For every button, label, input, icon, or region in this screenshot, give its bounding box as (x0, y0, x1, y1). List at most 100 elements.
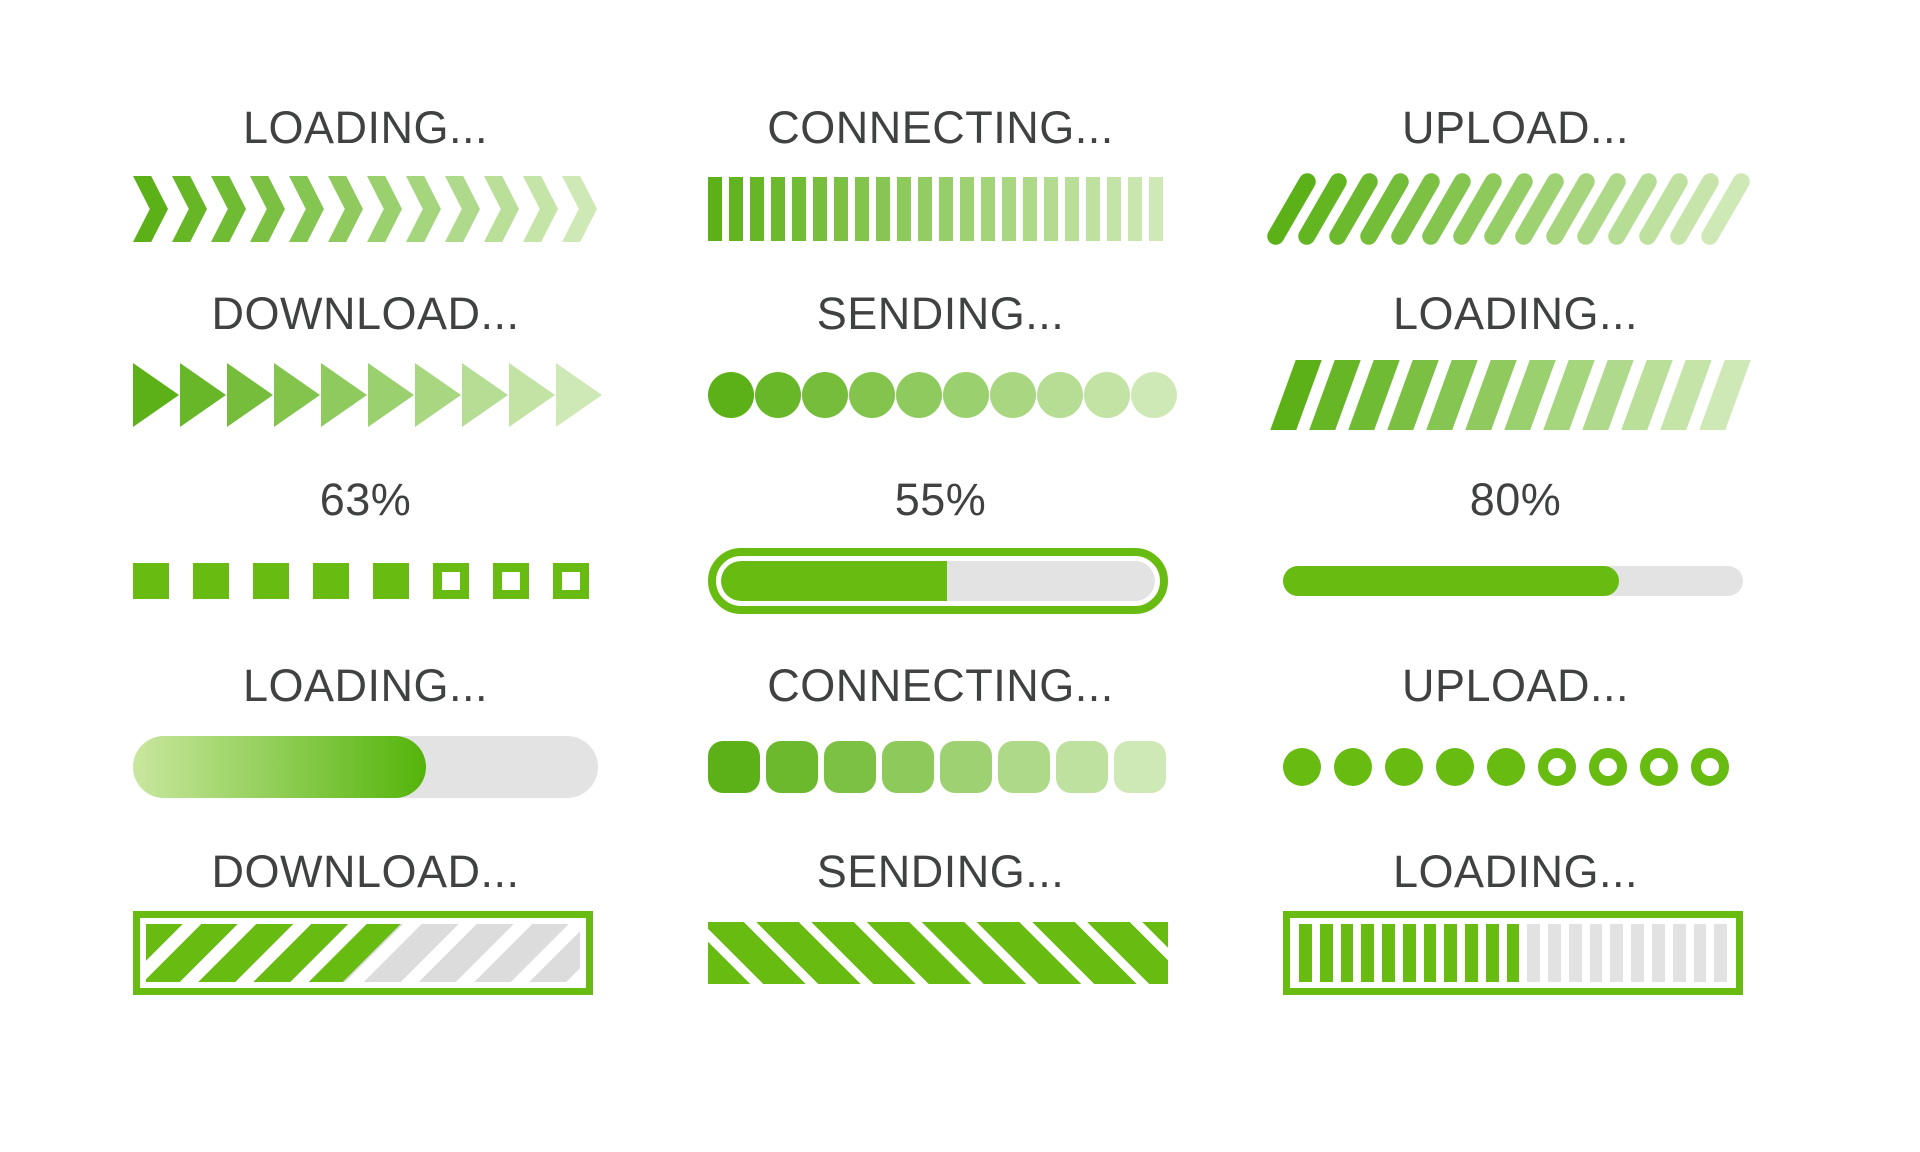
gradient-progress-bar-indicator (133, 724, 598, 810)
chevron-shape (328, 176, 363, 242)
indicator-label: DOWNLOAD... (211, 846, 520, 897)
squares-progress-indicator (133, 538, 598, 624)
filled-dot-shape (1334, 748, 1372, 786)
rounded-square-shape (882, 741, 934, 793)
bar-shape (1002, 177, 1016, 241)
striped-progress-bar-indicator (708, 910, 1173, 996)
circle-shape (1084, 372, 1130, 418)
tick-shape (1652, 924, 1665, 982)
rounded-square-shape (708, 741, 760, 793)
tick-shape (1714, 924, 1728, 982)
bar-shape (1023, 177, 1037, 241)
chevron-shape (445, 176, 480, 242)
slanted-strokes-progress-indicator (1264, 166, 1753, 252)
circle-shape (708, 372, 754, 418)
bar-shape (1086, 177, 1100, 241)
cell-download-hatched-bar: DOWNLOAD... (133, 848, 598, 1034)
chevron-shape (484, 176, 519, 242)
progress-fill (146, 924, 401, 982)
circle-shape (802, 372, 848, 418)
progress-track (1283, 566, 1743, 596)
percent-label: 55% (894, 474, 987, 525)
bar-shape (813, 177, 827, 241)
filled-square-shape (373, 563, 409, 599)
filled-square-shape (133, 563, 169, 599)
triangles-progress-indicator (133, 352, 602, 438)
tick-shape (1361, 924, 1375, 982)
outlined-progress-bar-indicator (708, 538, 1173, 624)
tick-shape (1589, 924, 1603, 982)
tick-shape (1444, 924, 1458, 982)
bar-shape (1149, 177, 1163, 241)
filled-square-shape (193, 563, 229, 599)
tick-shape (1485, 924, 1499, 982)
progress-fill (721, 561, 947, 601)
hollow-dot-shape (1691, 748, 1729, 786)
cell-sending-circles: SENDING... (708, 290, 1177, 476)
chevron-shape (406, 176, 441, 242)
skewed-bars-progress-indicator (1270, 352, 1751, 438)
hollow-dot-shape (1589, 748, 1627, 786)
tick-shape (1548, 924, 1561, 982)
triangle-shape (180, 363, 226, 427)
indicator-label: CONNECTING... (767, 660, 1114, 711)
chevron-shape (211, 176, 246, 242)
indicator-label: LOADING... (242, 102, 489, 153)
hollow-dot-shape (1640, 748, 1678, 786)
circle-shape (990, 372, 1036, 418)
bar-shape (1128, 177, 1142, 241)
ticks-progress-bar (1283, 911, 1743, 995)
bar-shape (939, 177, 953, 241)
bar-shape (792, 177, 806, 241)
vertical-bars-progress-indicator (708, 166, 1173, 252)
tick-shape (1506, 924, 1520, 982)
tick-shape (1319, 924, 1333, 982)
hollow-square-shape (493, 563, 529, 599)
triangle-shape (462, 363, 508, 427)
chevron-shape (523, 176, 558, 242)
progress-fill (1283, 566, 1619, 596)
ticks-progress-bar-indicator (1283, 910, 1748, 996)
ticks-track (1299, 924, 1728, 982)
tick-shape (1402, 924, 1416, 982)
hollow-square-shape (433, 563, 469, 599)
tick-shape (1672, 924, 1686, 982)
indicator-label: SENDING... (816, 846, 1065, 897)
tick-shape (1568, 924, 1582, 982)
cell-connecting-bars: CONNECTING... (708, 104, 1173, 290)
rounded-square-shape (1056, 741, 1108, 793)
tick-shape (1610, 924, 1624, 982)
cell-loading-skewbars: LOADING... (1270, 288, 1751, 476)
hatched-progress-bar-indicator (133, 910, 598, 996)
circle-shape (1131, 372, 1177, 418)
indicator-label: UPLOAD... (1401, 102, 1630, 153)
circle-shape (849, 372, 895, 418)
chevron-shape (133, 176, 168, 242)
filled-square-shape (253, 563, 289, 599)
bar-shape (729, 177, 743, 241)
triangle-shape (321, 363, 367, 427)
bar-shape (876, 177, 890, 241)
hollow-square-shape (553, 563, 589, 599)
bar-shape (1065, 177, 1079, 241)
chevron-shape (250, 176, 285, 242)
cell-sending-striped-bar: SENDING... (708, 848, 1173, 1034)
outlined-progress-bar (708, 548, 1168, 614)
circle-shape (755, 372, 801, 418)
cell-download-triangles: DOWNLOAD... (133, 290, 602, 476)
circle-shape (896, 372, 942, 418)
filled-square-shape (313, 563, 349, 599)
indicator-label: LOADING... (1392, 288, 1639, 339)
circles-progress-indicator (708, 352, 1177, 438)
chevron-shape (172, 176, 207, 242)
progress-track (133, 736, 598, 798)
triangle-shape (133, 363, 179, 427)
rounded-square-shape (1114, 741, 1166, 793)
tick-shape (1382, 924, 1395, 982)
cell-loading-ticks-bar: LOADING... (1283, 848, 1748, 1034)
cell-upload-dots: UPLOAD... (1283, 662, 1748, 848)
cell-80-percent-bar: 80% (1283, 476, 1748, 662)
tick-shape (1631, 924, 1645, 982)
cell-55-percent-outlined-bar: 55% (708, 476, 1173, 662)
